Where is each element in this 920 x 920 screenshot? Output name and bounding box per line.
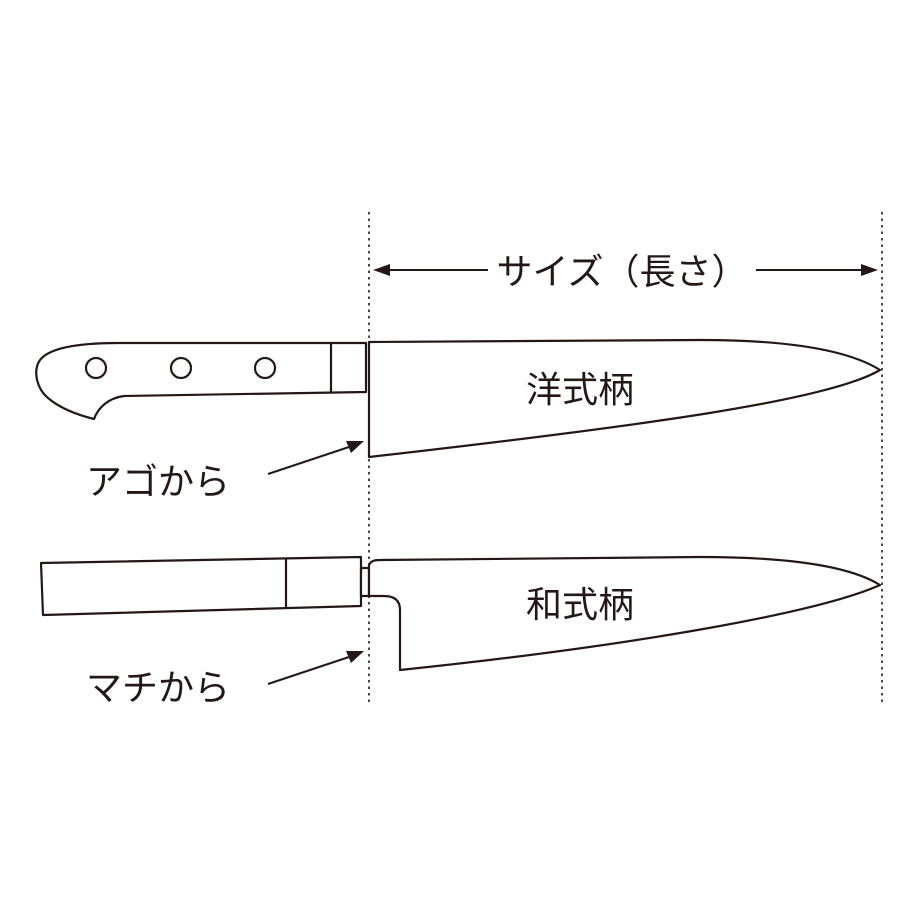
ago-pointer-head (346, 441, 364, 453)
japanese-knife (39, 555, 882, 672)
size-label: サイズ（長さ） (497, 252, 748, 293)
size-arrow-left-head (373, 264, 390, 276)
machi-pointer-head (346, 651, 364, 663)
japanese-knife-label: 和式柄 (526, 585, 634, 626)
rivet-icon (253, 356, 277, 380)
ago-label: アゴから (86, 462, 230, 503)
japanese-tang (359, 566, 371, 598)
western-handle (35, 341, 368, 421)
japanese-handle (39, 555, 363, 617)
western-knife (35, 338, 882, 459)
rivet-icon (84, 356, 108, 380)
machi-pointer-line (267, 655, 353, 685)
western-knife-label: 洋式柄 (526, 370, 634, 411)
size-dimension-arrow (373, 264, 878, 276)
rivet-icon (169, 356, 193, 380)
japanese-blade (367, 555, 882, 672)
ago-pointer-line (267, 445, 353, 475)
size-arrow-right-head (861, 264, 878, 276)
western-blade (367, 338, 882, 459)
machi-label: マチから (86, 668, 230, 709)
